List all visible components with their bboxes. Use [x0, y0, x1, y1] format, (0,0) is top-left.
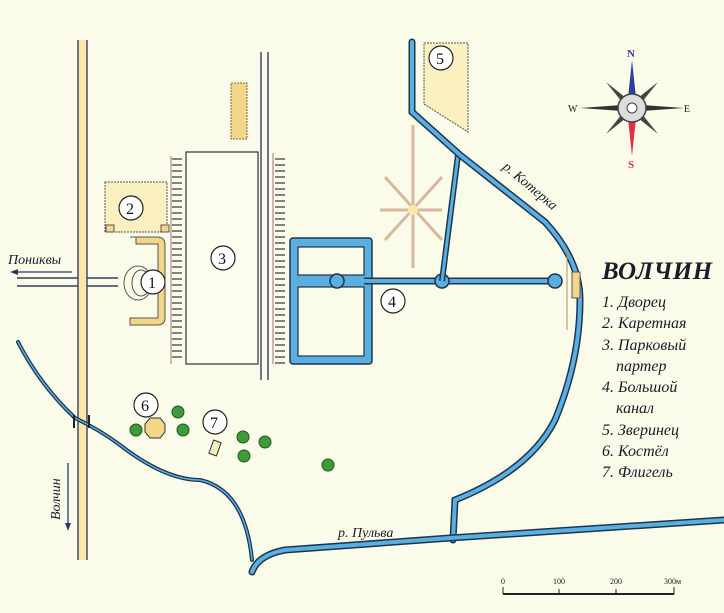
label-river-pulva: р. Пульва: [337, 526, 393, 541]
scale-bar: 0 100 200 300м: [501, 577, 681, 595]
legend-item-6: 6. Костёл: [602, 443, 669, 461]
pavilion: [571, 271, 581, 299]
marker-3: 3: [218, 251, 226, 268]
bridge: [73, 415, 90, 428]
compass-e: E: [684, 104, 690, 115]
trees: [129, 405, 335, 472]
label-volchin-road: Волчин: [49, 478, 64, 520]
legend-item-2: 2. Каретная: [602, 315, 687, 333]
marker-7: 7: [210, 415, 218, 432]
legend-item-3-cont: партер: [616, 357, 667, 375]
marker-4: 4: [388, 294, 396, 311]
legend-item-5: 5. Зверинец: [602, 421, 680, 439]
compass-n: N: [627, 48, 635, 60]
terrace-east: [275, 155, 285, 365]
svg-text:100: 100: [553, 577, 565, 586]
svg-text:0: 0: [501, 577, 505, 586]
terrace-west: [172, 158, 182, 362]
legend-item-3: 3. Парковый: [602, 336, 687, 354]
road-west: [10, 269, 118, 287]
marker-6: 6: [141, 398, 149, 415]
legend-item-4-cont: канал: [616, 400, 654, 418]
road-east: [260, 52, 269, 380]
legend: ВОЛЧИН 1. Дворец 2. Каретная 3. Парковый…: [602, 258, 724, 484]
church: [144, 417, 166, 439]
svg-text:300м: 300м: [664, 577, 681, 586]
marker-1: 1: [148, 275, 156, 292]
markers: [118, 45, 454, 435]
svg-text:200: 200: [610, 577, 622, 586]
river-koterka: [408, 38, 584, 544]
label-ponikvy: Пониквы: [7, 253, 61, 268]
marker-2: 2: [126, 201, 134, 218]
legend-item-1: 1. Дворец: [602, 294, 667, 311]
legend-item-7: 7. Флигель: [602, 464, 673, 482]
map-title: ВОЛЧИН: [602, 258, 713, 285]
road-main: [77, 40, 88, 560]
legend-item-4: 4. Большой: [602, 379, 678, 397]
outbuilding: [230, 82, 248, 140]
river-pulva: [16, 340, 724, 576]
compass-w: W: [568, 104, 578, 115]
compass-s: S: [628, 159, 634, 171]
wing-building: [208, 439, 222, 457]
marker-5: 5: [436, 51, 444, 68]
star-alleys: [380, 125, 444, 268]
grand-canal: [289, 154, 563, 365]
compass-rose: N S E W: [568, 48, 690, 171]
